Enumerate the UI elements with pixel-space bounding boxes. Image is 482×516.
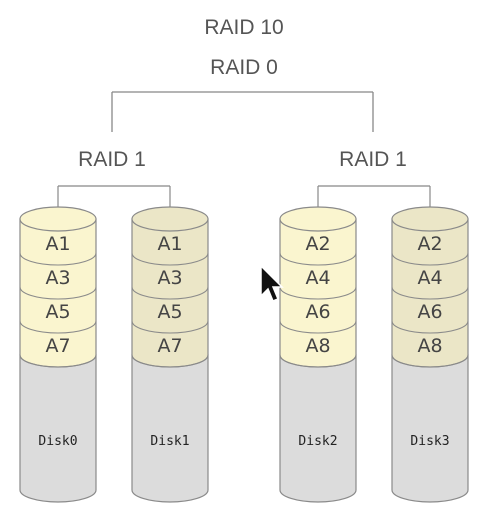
block-separator xyxy=(131,354,209,368)
mouse-pointer-icon xyxy=(260,264,284,302)
block-label: A5 xyxy=(45,301,70,323)
disk-label: Disk1 xyxy=(150,434,189,449)
block-label: A4 xyxy=(417,267,442,289)
disk-label: Disk3 xyxy=(410,434,449,449)
block-separator xyxy=(279,252,357,266)
block-separator xyxy=(19,252,97,266)
block-label: A7 xyxy=(45,335,70,357)
block-separator xyxy=(279,320,357,334)
block-separator xyxy=(391,252,469,266)
block-separator xyxy=(279,354,357,368)
block-separator xyxy=(391,286,469,300)
raid0-title: RAID 0 xyxy=(210,56,278,79)
raid10-title: RAID 10 xyxy=(204,16,283,39)
block-separator xyxy=(279,286,357,300)
block-label: A3 xyxy=(157,267,182,289)
disk-body xyxy=(279,354,357,503)
disk-top-cap xyxy=(19,206,97,232)
block-label: A8 xyxy=(417,335,442,357)
block-label: A8 xyxy=(305,335,330,357)
block-label: A6 xyxy=(417,301,442,323)
block-label: A7 xyxy=(157,335,182,357)
block-separator xyxy=(19,320,97,334)
disk-body xyxy=(131,354,209,503)
disk-label: Disk0 xyxy=(38,434,77,449)
block-separator xyxy=(391,320,469,334)
block-separator xyxy=(19,354,97,368)
block-label: A1 xyxy=(157,233,182,255)
block-label: A5 xyxy=(157,301,182,323)
block-separator xyxy=(131,252,209,266)
disk-top-cap xyxy=(131,206,209,232)
block-label: A1 xyxy=(45,233,70,255)
block-separator xyxy=(131,286,209,300)
block-separator xyxy=(131,320,209,334)
block-separator xyxy=(19,286,97,300)
raid1-label-left: RAID 1 xyxy=(78,148,146,171)
block-label: A4 xyxy=(305,267,330,289)
block-separator xyxy=(391,354,469,368)
block-label: A2 xyxy=(417,233,442,255)
raid0-connector xyxy=(111,91,374,132)
disk-body xyxy=(391,354,469,503)
disk-body xyxy=(19,354,97,503)
block-label: A6 xyxy=(305,301,330,323)
disk-top-cap xyxy=(279,206,357,232)
disk-top-cap xyxy=(391,206,469,232)
block-label: A3 xyxy=(45,267,70,289)
raid1-label-right: RAID 1 xyxy=(339,148,407,171)
disk-label: Disk2 xyxy=(298,434,337,449)
block-label: A2 xyxy=(305,233,330,255)
